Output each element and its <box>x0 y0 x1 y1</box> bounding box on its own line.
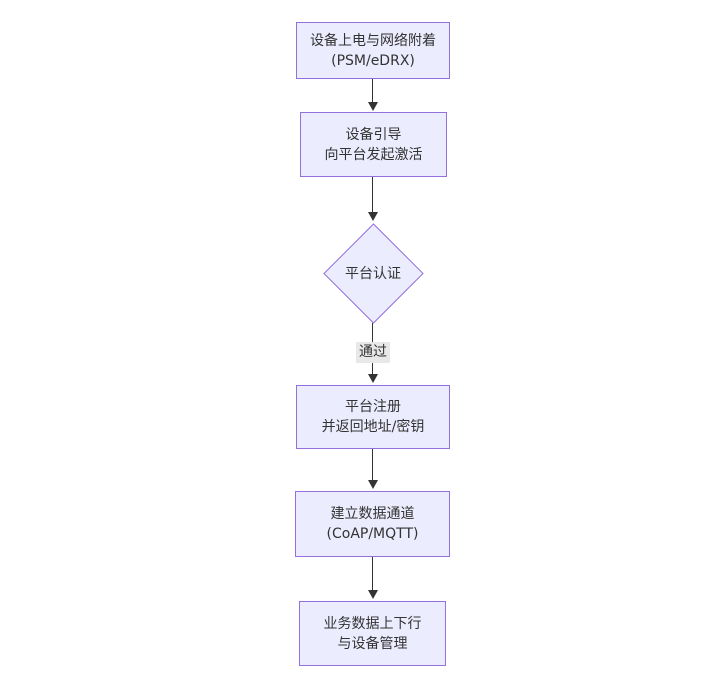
edge-channel-to-business <box>372 557 373 591</box>
node-label-line: 建立数据通道 <box>330 506 415 522</box>
flow-node-power-attach: 设备上电与网络附着 (PSM/eDRX) <box>296 22 450 79</box>
edge-power-to-bootstrap <box>372 79 373 103</box>
node-label-line: 业务数据上下行 <box>323 615 422 632</box>
node-label-line: (PSM/eDRX) <box>331 52 415 69</box>
arrowhead-icon <box>368 212 378 221</box>
flow-node-business: 业务数据上下行 与设备管理 <box>299 601 446 666</box>
flow-node-auth: 平台认证 <box>322 222 424 324</box>
node-label-line: 并返回地址/密钥 <box>321 419 425 435</box>
node-label-line: 平台认证 <box>345 266 401 282</box>
edge-bootstrap-to-auth <box>372 177 373 213</box>
arrowhead-icon <box>368 480 378 489</box>
arrowhead-icon <box>368 590 378 599</box>
node-label-line: 向平台发起激活 <box>324 146 423 163</box>
node-label-line: (CoAP/MQTT) <box>326 526 419 542</box>
node-label-line: 设备上电与网络附着 <box>310 32 436 49</box>
node-label-line: 平台注册 <box>345 399 401 415</box>
flow-node-channel: 建立数据通道 (CoAP/MQTT) <box>295 491 450 557</box>
flow-node-register: 平台注册 并返回地址/密钥 <box>296 385 450 449</box>
edge-label-pass: 通过 <box>356 342 390 363</box>
arrowhead-icon <box>368 374 378 383</box>
node-label-line: 设备引导 <box>345 126 402 143</box>
flow-node-bootstrap: 设备引导 向平台发起激活 <box>300 112 447 177</box>
arrowhead-icon <box>368 102 378 111</box>
node-label-line: 与设备管理 <box>337 635 408 652</box>
edge-register-to-channel <box>372 449 373 481</box>
